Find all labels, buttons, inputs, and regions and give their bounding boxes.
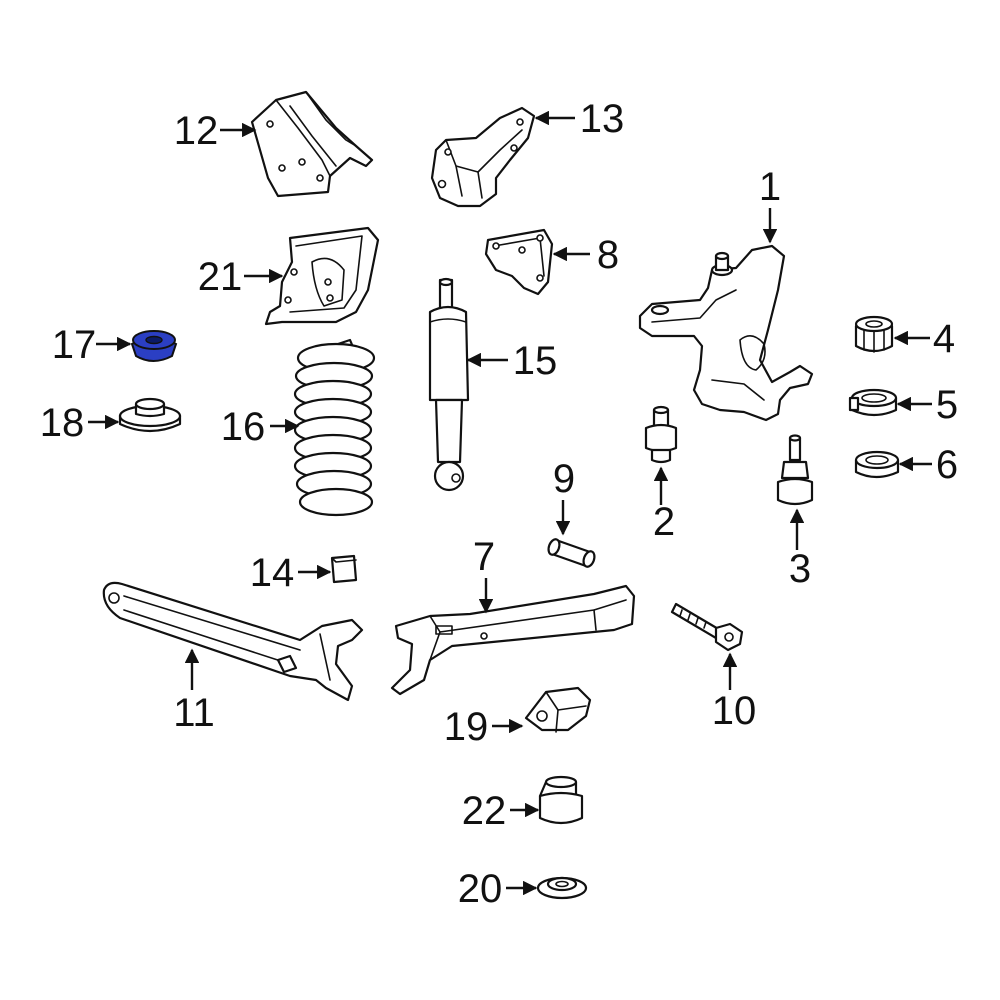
- part-12-bracket[interactable]: [250, 90, 374, 198]
- part-11-radius-arm[interactable]: [102, 581, 364, 702]
- callout-14: 14: [250, 551, 295, 595]
- callout-1: 1: [759, 165, 781, 209]
- callout-16: 16: [221, 405, 266, 449]
- callout-4: 4: [933, 317, 955, 361]
- callout-21: 21: [198, 255, 243, 299]
- callout-13: 13: [580, 97, 625, 141]
- part-14-block[interactable]: [330, 554, 358, 584]
- part-15-shock-absorber[interactable]: [428, 277, 470, 492]
- callout-5: 5: [936, 383, 958, 427]
- part-6-ring[interactable]: [854, 450, 900, 479]
- part-20-washer[interactable]: [536, 876, 588, 900]
- callout-7: 7: [473, 535, 495, 579]
- part-1-steering-knuckle[interactable]: [638, 244, 814, 422]
- part-2-ball-joint[interactable]: [644, 405, 678, 464]
- part-7-axle-beam[interactable]: [390, 584, 636, 696]
- part-19-bracket[interactable]: [524, 686, 592, 733]
- part-9-bushing[interactable]: [547, 538, 597, 568]
- part-5-ring[interactable]: [848, 388, 898, 417]
- callout-9: 9: [553, 457, 575, 501]
- part-22-bushing[interactable]: [538, 775, 584, 825]
- part-16-coil-spring[interactable]: [293, 338, 376, 517]
- part-3-ball-joint[interactable]: [776, 434, 814, 506]
- part-18-insulator[interactable]: [118, 397, 182, 433]
- part-21-plate[interactable]: [264, 226, 380, 326]
- callout-3: 3: [789, 547, 811, 591]
- callout-18: 18: [40, 401, 85, 445]
- callout-19: 19: [444, 705, 489, 749]
- part-10-bolt[interactable]: [670, 602, 744, 652]
- callout-10: 10: [712, 689, 757, 733]
- part-8-plate[interactable]: [484, 228, 554, 296]
- part-4-bushing[interactable]: [854, 315, 894, 353]
- callout-8: 8: [597, 233, 619, 277]
- part-13-bracket[interactable]: [430, 106, 536, 208]
- callout-12: 12: [174, 109, 219, 153]
- leader-lines: [88, 110, 932, 896]
- callout-6: 6: [936, 443, 958, 487]
- callout-labels: 1 2 3 4 5 6 7 8 9 10 11 12 13 14 15 16 1…: [40, 97, 958, 911]
- callout-11: 11: [173, 691, 215, 735]
- part-17-insulator[interactable]: [130, 330, 178, 362]
- callout-17: 17: [52, 323, 97, 367]
- callout-15: 15: [513, 339, 558, 383]
- callout-2: 2: [653, 500, 675, 544]
- callout-22: 22: [462, 789, 507, 833]
- callout-20: 20: [458, 867, 503, 911]
